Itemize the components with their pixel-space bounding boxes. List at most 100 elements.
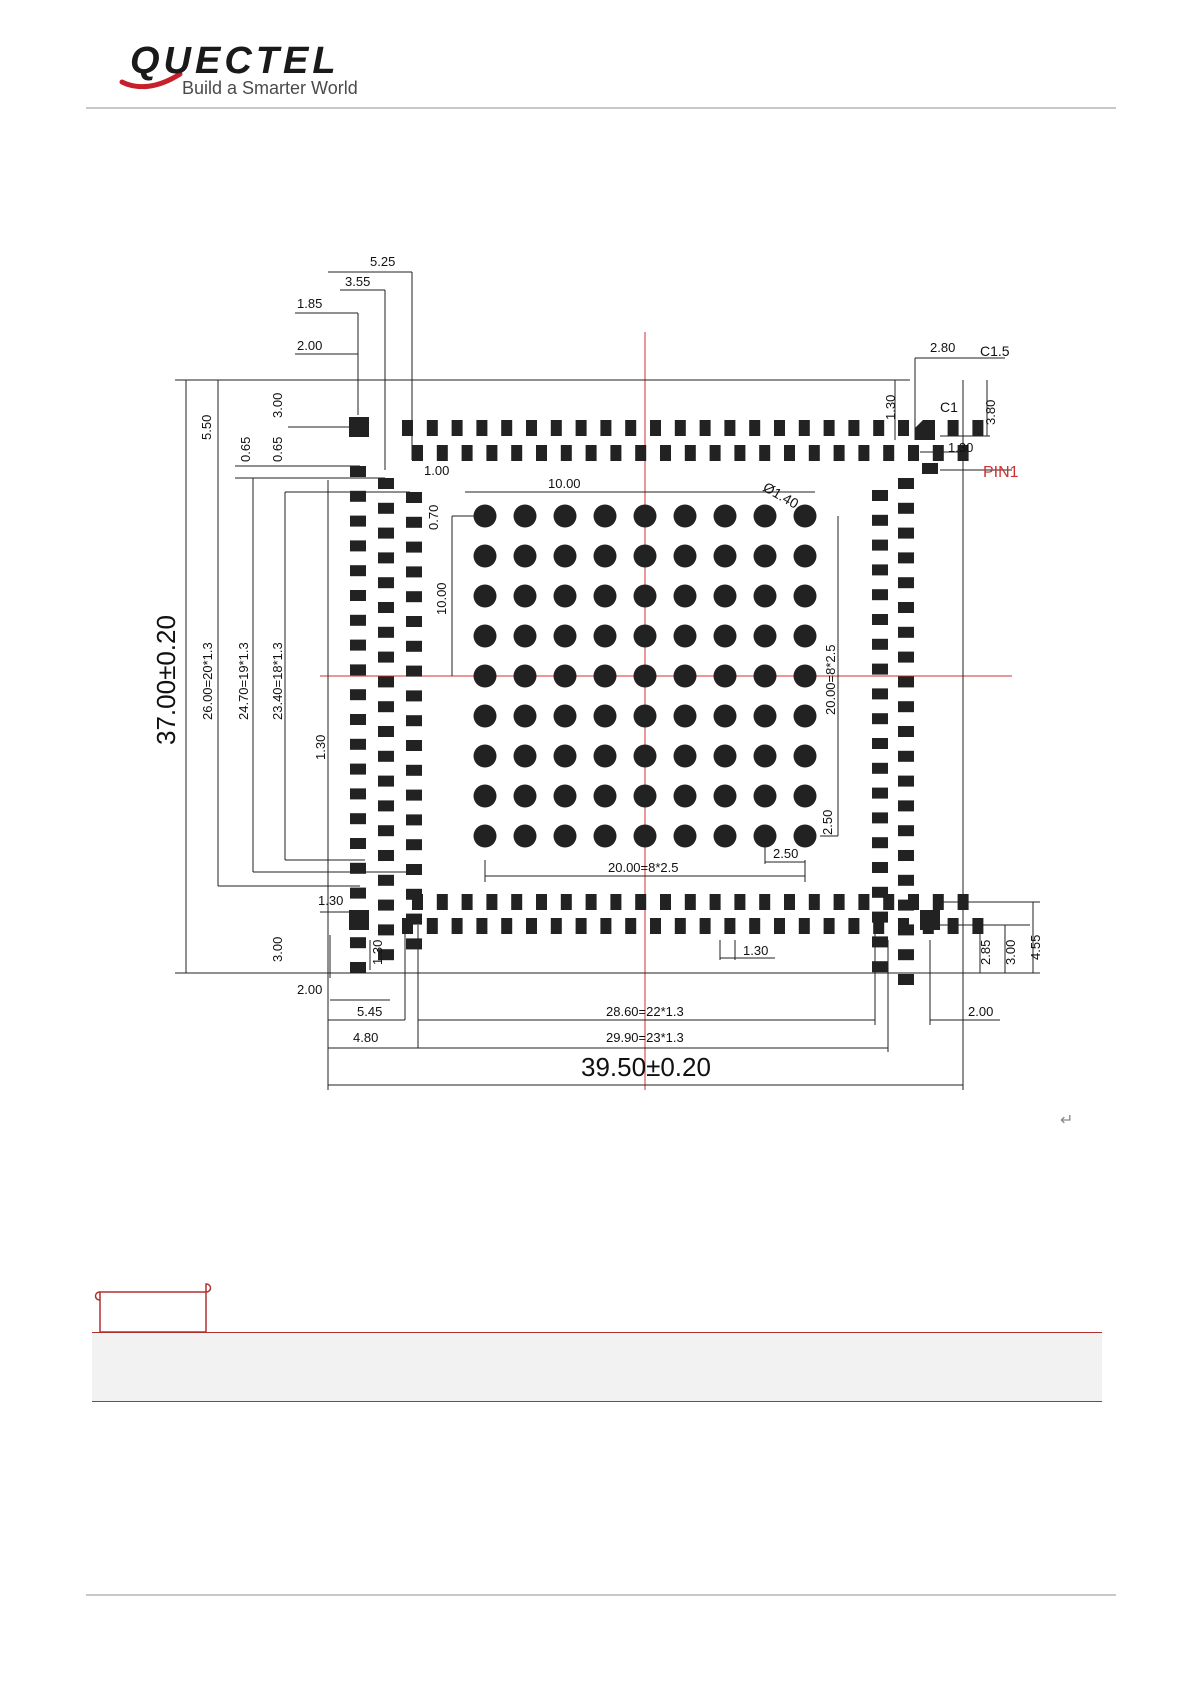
logo-tagline: Build a Smarter World [182,78,358,98]
ball-pad [793,744,817,768]
ball-pad [753,744,777,768]
pad-left-outer [350,466,366,477]
pad-top-inner [709,445,721,461]
pad-left-outer [350,862,366,874]
pad-right-inner [872,663,888,675]
pad-bottom-outer [501,918,513,934]
pad-bottom-inner [412,894,423,910]
ball-pad [513,784,537,808]
pad-bottom-outer [749,918,761,934]
ball-pad [513,544,537,568]
pad-bottom-inner [635,894,647,910]
pad-left-outer [350,838,366,849]
pad-bottom-outer [451,918,463,934]
pad-top-outer [898,420,909,436]
ball-pad [473,584,497,608]
pad-left-inner [406,591,422,603]
pad-bottom-outer [575,918,587,934]
ball-pad [473,504,497,528]
pad-bottom-outer [699,918,711,934]
ball-pad [553,824,577,848]
pad-bottom-inner [560,894,572,910]
ball-pad [713,544,737,568]
pad-left-middle [378,676,394,688]
dim-3-00-left: 3.00 [270,393,285,418]
pad-left-inner [406,888,422,900]
pad-top-outer [749,420,761,436]
pad-bottom-inner [957,894,969,910]
ball-pad [753,784,777,808]
pad-left-inner [406,516,422,528]
pad-bottom-outer [426,918,438,934]
pad-right-inner [872,886,888,898]
ball-pad [553,744,577,768]
pad-right-outer [898,850,914,861]
pad-right-outer [898,577,914,589]
dim-1-85: 1.85 [297,296,322,311]
pad-right-outer [898,874,914,886]
pin1-label: PIN1 [983,464,1019,481]
pad-left-middle [378,825,394,837]
ball-pad [673,504,697,528]
pad-top-inner [511,445,523,461]
dim-2-50-v: 2.50 [820,810,835,835]
pad-left-middle [378,552,394,564]
pad-left-outer [350,813,366,825]
ball-pad [753,664,777,688]
pad-left-outer [350,962,366,973]
dim-10-00-h: 10.00 [548,476,581,491]
ball-pad [513,504,537,528]
pad-right-outer [898,676,914,688]
pad-top-outer [526,420,537,436]
pad-left-inner [406,665,422,677]
logo-wordmark: QUECTEL [130,40,340,82]
pad-bottom-outer [798,918,810,934]
pad-right-outer [898,478,914,489]
ball-pad [713,784,737,808]
ball-pad [753,624,777,648]
dim-2-00-top: 2.00 [297,338,322,353]
pad-top-outer [873,420,885,436]
pad-top-inner [759,445,771,461]
dim-23-40: 23.40=18*1.3 [270,642,285,720]
pad-top-inner [784,445,795,461]
ball-pad [793,784,817,808]
pad-left-inner [406,690,422,702]
ball-pad [633,784,657,808]
pad-right-inner [872,539,888,551]
pad-top-outer [699,420,711,436]
ball-pad [553,704,577,728]
dim-1-30-corner: 1.30 [948,440,973,455]
dim-3-00-right: 3.00 [1003,940,1018,965]
pad-right-inner [872,936,888,948]
ball-pad [713,504,737,528]
pad-top-outer [501,420,513,436]
ball-pad [593,704,617,728]
quectel-logo: QUECTEL Build a Smarter World [118,40,438,110]
ball-pad [633,504,657,528]
dim-2-80: 2.80 [930,340,955,355]
dim-1-30-left: 1.30 [313,735,328,760]
pad-bottom-inner [784,894,795,910]
dim-ball-vertical-pitch: 20.00=8*2.5 [823,645,838,715]
pad-right-inner [872,787,888,799]
pad-left-inner [406,640,422,652]
ball-pad [553,664,577,688]
pad-bottom-outer [476,918,488,934]
pad-right-inner [872,837,888,849]
dim-3-55: 3.55 [345,274,370,289]
pad-left-middle [378,577,394,589]
pad-right-outer [898,899,914,911]
ball-pad [753,584,777,608]
dim-3-80: 3.80 [983,400,998,425]
pad-top-inner [635,445,647,461]
pad-left-inner [406,715,422,727]
pad-left-outer [350,639,366,651]
ball-pad [593,784,617,808]
pad-left-middle [378,850,394,861]
pad-bottom-inner [610,894,622,910]
pad-bottom-inner [684,894,696,910]
pad-top-outer [823,420,835,436]
ball-pad [793,584,817,608]
ball-pad [793,504,817,528]
